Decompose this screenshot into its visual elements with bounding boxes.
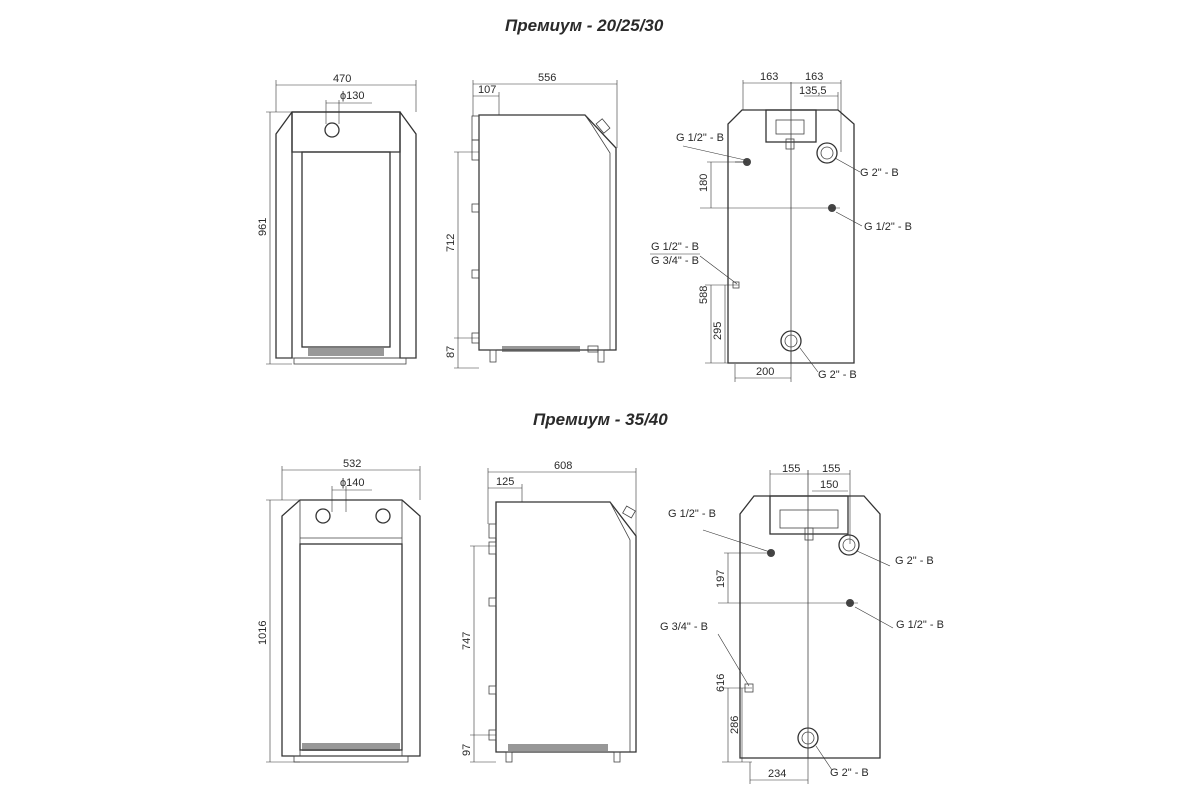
m1-label-g34-left: G 3/4" - B [651, 255, 699, 267]
m2-front-height: 1016 [257, 621, 269, 645]
m2-back-dim-inner: 150 [820, 479, 838, 491]
m1-front-width: 470 [333, 73, 351, 85]
m1-back-dim-right: 163 [805, 71, 823, 83]
model-2-side-view: 608 125 747 97 [461, 460, 637, 763]
m2-label-g12-right: G 1/2" - B [896, 619, 944, 631]
m1-side-height-upper: 712 [445, 234, 457, 252]
m1-back-dim-left: 163 [760, 71, 778, 83]
m1-side-depth: 556 [538, 72, 556, 84]
model-2-front-view: 532 ϕ140 1016 [257, 458, 421, 763]
m1-back-dim-inner: 135,5 [799, 85, 827, 97]
title-model-2: Премиум - 35/40 [533, 410, 668, 429]
model-1-back-view: 163 163 135,5 180 588 295 200 G 1/2" - B… [650, 71, 912, 382]
m2-back-dim-197: 197 [715, 570, 727, 588]
m1-side-height-lower: 87 [445, 346, 457, 358]
m2-back-dim-right: 155 [822, 463, 840, 475]
m1-back-dim-180: 180 [698, 174, 710, 192]
m2-front-width: 532 [343, 458, 361, 470]
m2-label-g34-left: G 3/4" - B [660, 621, 708, 633]
m2-side-height-lower: 97 [461, 744, 473, 756]
m1-front-height: 961 [257, 218, 269, 236]
m2-back-dim-234: 234 [768, 768, 786, 780]
m2-back-dim-286: 286 [729, 716, 741, 734]
m1-front-flue: ϕ130 [340, 90, 365, 102]
m1-label-g2-bottom: G 2" - B [818, 369, 857, 381]
m1-label-g12-left: G 1/2" - B [651, 241, 699, 253]
title-model-1: Премиум - 20/25/30 [505, 16, 664, 35]
m2-back-dim-left: 155 [782, 463, 800, 475]
m1-side-offset: 107 [478, 84, 496, 96]
m2-back-dim-616: 616 [715, 674, 727, 692]
m1-back-dim-295: 295 [712, 322, 724, 340]
m2-side-depth: 608 [554, 460, 572, 472]
m2-side-offset: 125 [496, 476, 514, 488]
m1-label-g12-top: G 1/2" - B [676, 132, 724, 144]
m1-back-dim-200: 200 [756, 366, 774, 378]
m2-side-height-upper: 747 [461, 632, 473, 650]
model-2-back-view: 155 155 150 197 616 286 234 G 1/2" - B G… [660, 463, 944, 784]
m2-label-g2-bottom: G 2" - B [830, 767, 869, 779]
m2-front-flue: ϕ140 [340, 477, 365, 489]
m1-back-dim-588: 588 [698, 286, 710, 304]
m2-label-g12-top: G 1/2" - B [668, 508, 716, 520]
m1-label-g12-right: G 1/2" - B [864, 221, 912, 233]
m2-label-g2-top: G 2" - B [895, 555, 934, 567]
model-1-side-view: 556 107 712 87 [445, 72, 618, 369]
model-1-front-view: 470 ϕ130 961 [257, 73, 417, 365]
m1-label-g2-top: G 2" - B [860, 167, 899, 179]
